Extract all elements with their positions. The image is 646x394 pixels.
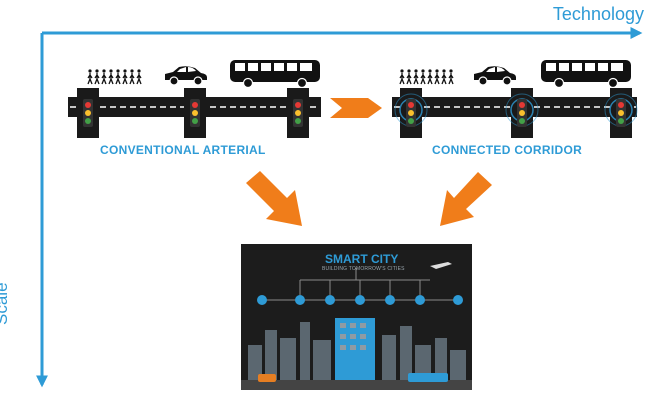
traffic-light-icon	[83, 99, 93, 127]
smart-city-subtitle: BUILDING TOMORROW'S CITIES	[322, 266, 405, 272]
connected-corridor-caption: CONNECTED CORRIDOR	[432, 143, 583, 157]
conventional-arterial-caption: CONVENTIONAL ARTERIAL	[100, 143, 266, 157]
scale-axis-label: Scale	[0, 282, 11, 325]
traffic-light-icon	[406, 99, 416, 127]
connected-corridor-panel	[392, 59, 638, 138]
traffic-light-icon	[616, 99, 626, 127]
pedestrians-icon	[87, 68, 142, 85]
arrow-conventional-to-smart-city	[246, 171, 302, 226]
smart-city-illustration	[241, 244, 472, 390]
traffic-light-icon	[190, 99, 200, 127]
traffic-light-icon	[293, 99, 303, 127]
technology-axis-label: Technology	[552, 4, 644, 24]
pedestrians-icon	[399, 68, 454, 85]
bus-icon	[540, 59, 632, 89]
conventional-arterial-panel	[68, 59, 321, 138]
traffic-light-icon	[517, 99, 527, 127]
car-icon	[164, 65, 208, 86]
car-icon	[473, 65, 517, 86]
transition-arrow	[330, 98, 382, 118]
smart-city-title: SMART CITY	[325, 252, 399, 266]
bus-icon	[229, 59, 321, 89]
arrow-connected-to-smart-city	[440, 172, 492, 226]
